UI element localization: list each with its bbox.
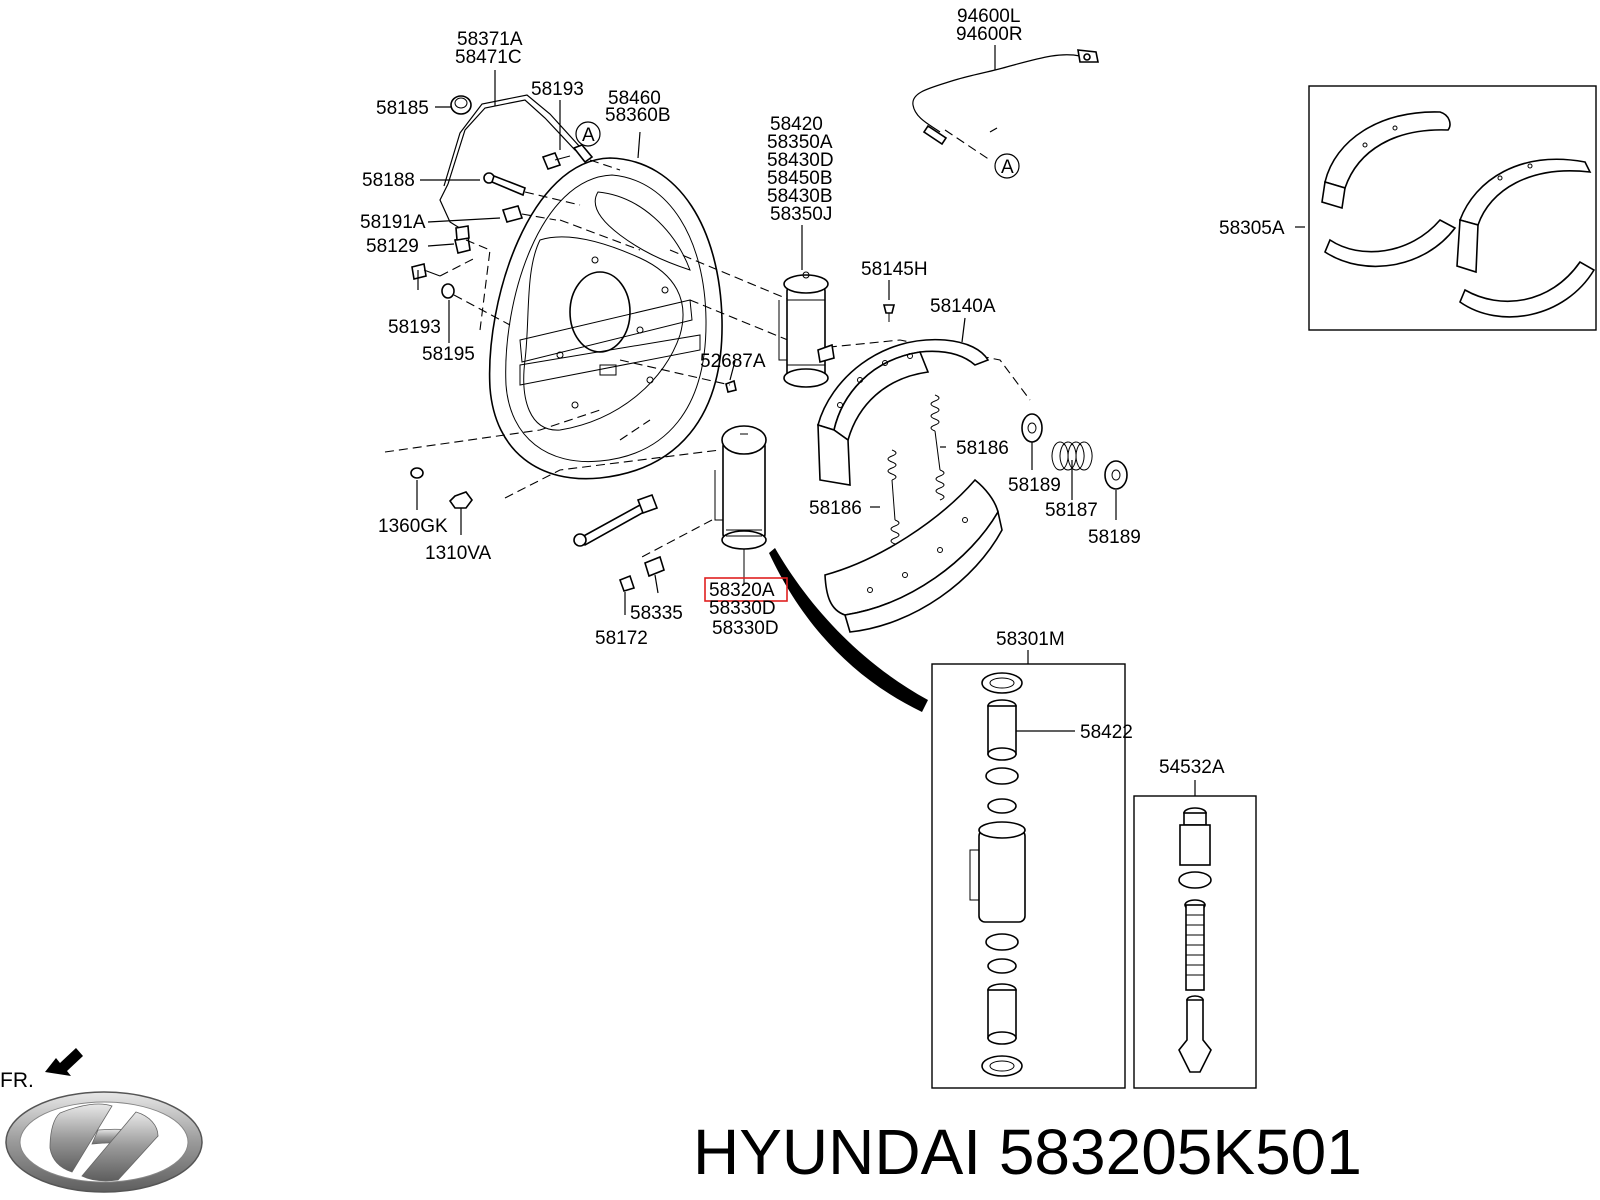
label-58189-upper: 58189 (1008, 475, 1061, 496)
label-58193-top: 58193 (531, 79, 584, 100)
label-58335: 58335 (630, 603, 683, 624)
shoe-set-box-58305A (1308, 85, 1597, 331)
part-58145H-pin (882, 304, 896, 322)
brake-pipe (439, 94, 594, 233)
front-arrow-icon (45, 1048, 83, 1076)
front-direction-marker: FR. (0, 1048, 83, 1092)
label-58460: 58460 (608, 88, 661, 109)
label-58450B: 58450B (767, 168, 833, 189)
part-hose-58172 (573, 493, 659, 547)
label-58186-upper: 58186 (956, 438, 1009, 459)
label-58422: 58422 (1080, 722, 1133, 743)
part-58185-nut (450, 95, 472, 115)
label-leaders (416, 45, 1305, 796)
hyundai-logo (5, 1091, 203, 1193)
label-52687A: 52687A (700, 351, 766, 372)
label-58187: 58187 (1045, 500, 1098, 521)
label-58193-lower: 58193 (388, 317, 441, 338)
label-1310VA: 1310VA (425, 543, 492, 564)
dashed-assembly-lines (384, 129, 1031, 559)
part-58189-cup-lower (1104, 460, 1128, 490)
part-52687A-screw (725, 379, 737, 393)
label-marker-a-left: A (582, 125, 595, 146)
label-54532A: 54532A (1159, 757, 1225, 778)
backing-plate (488, 157, 723, 480)
label-58188: 58188 (362, 170, 415, 191)
label-1360GK: 1360GK (378, 516, 448, 537)
label-58330D-b: 58330D (712, 618, 779, 639)
part-94600-sensor-cable (912, 49, 1099, 146)
front-label: FR. (0, 1069, 34, 1092)
label-58350J: 58350J (770, 204, 832, 225)
part-58186-spring-lower (887, 449, 900, 551)
label-58191A: 58191A (360, 212, 426, 233)
part-58193-screw-top (541, 152, 571, 170)
part-58187-spring (1051, 441, 1093, 471)
part-58193-bolt-lower (411, 263, 441, 280)
part-58140A-brake-shoe-upper (817, 338, 990, 486)
part-labels: 58371A 58471C 58185 58193 58460 58360B 9… (360, 6, 1285, 778)
part-58172-bleeder (618, 574, 636, 592)
label-58350A: 58350A (767, 132, 833, 153)
part-58129-fitting (454, 225, 471, 254)
label-58145H: 58145H (861, 259, 928, 280)
part-1310VA-nut (448, 491, 473, 509)
label-58195: 58195 (422, 344, 475, 365)
bleeder-kit-box-54532A (1133, 795, 1257, 1089)
label-58172: 58172 (595, 628, 648, 649)
label-58186-lower: 58186 (809, 498, 862, 519)
label-58301M: 58301M (996, 629, 1065, 650)
part-58189-cup-upper (1021, 413, 1043, 443)
repair-kit-box-58301M (931, 663, 1126, 1089)
label-marker-a-right: A (1001, 157, 1014, 178)
part-58320A-wheel-cylinder[interactable] (714, 425, 767, 585)
label-58471C: 58471C (455, 47, 522, 68)
part-58335-cap (644, 555, 665, 578)
label-94600R: 94600R (956, 24, 1023, 45)
part-brake-shoe-lower (824, 478, 1003, 633)
part-58195-washer (441, 283, 455, 299)
label-58305A: 58305A (1219, 218, 1285, 239)
marker-a-circle-left (575, 121, 601, 147)
part-58420-wheel-cylinder-upper (778, 271, 835, 388)
callout-arrow (769, 548, 928, 712)
part-58186-spring-upper (930, 394, 945, 501)
label-58430B: 58430B (767, 186, 833, 207)
label-58360B: 58360B (605, 105, 671, 126)
label-58185: 58185 (376, 98, 429, 119)
label-58140A: 58140A (930, 296, 996, 317)
part-1360GK-washer (410, 467, 424, 479)
label-58430D: 58430D (767, 150, 834, 171)
label-94600L: 94600L (957, 6, 1020, 27)
label-58330D-a: 58330D (709, 598, 776, 619)
marker-a-circle-right (994, 153, 1020, 179)
label-58320A[interactable]: 58320A (709, 580, 775, 601)
part-58188-bolt (483, 172, 526, 197)
label-58129: 58129 (366, 236, 419, 257)
label-58420: 58420 (770, 114, 823, 135)
label-58371A: 58371A (457, 29, 523, 50)
highlight-box-58320A (704, 577, 788, 602)
part-58191A-clip (501, 205, 524, 223)
label-58189-lower: 58189 (1088, 527, 1141, 548)
footer-part-number: HYUNDAI 583205K501 (693, 1116, 1362, 1188)
